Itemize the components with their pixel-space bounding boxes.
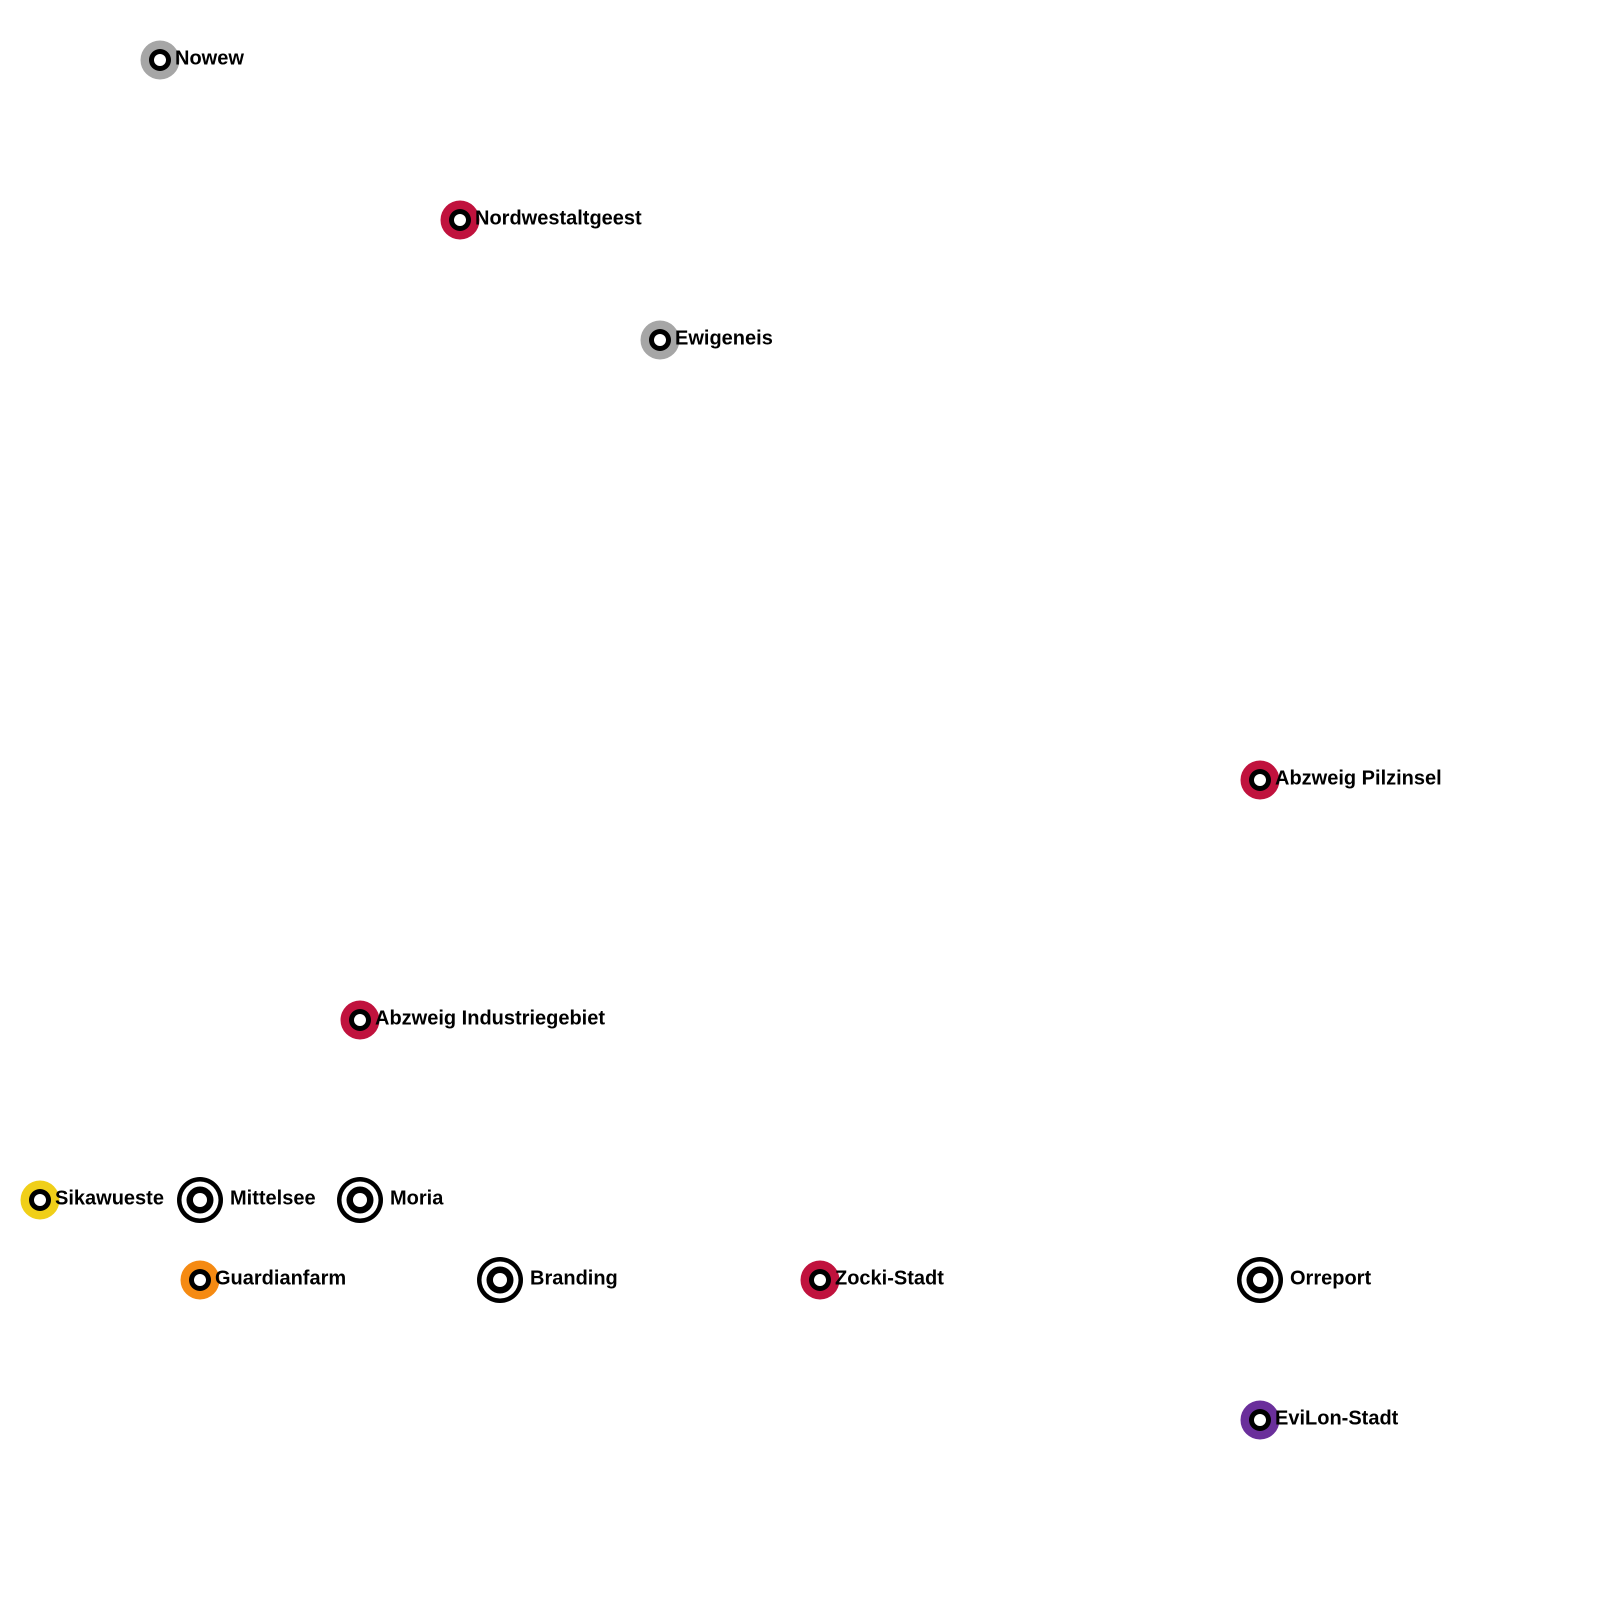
station-sikawueste: Sikawueste: [20, 1180, 164, 1220]
station-label: Nowew: [175, 47, 244, 69]
station-label: Abzweig Industriegebiet: [375, 1007, 605, 1029]
station-nowew: Nowew: [140, 40, 244, 80]
station-moria: Moria: [337, 1177, 444, 1223]
station-marker-center: [194, 1274, 206, 1286]
station-marker-center: [1253, 1273, 1267, 1287]
station-abzweig-pilzinsel: Abzweig Pilzinsel: [1240, 760, 1442, 800]
station-label: Zocki-Stadt: [835, 1267, 944, 1289]
station-ewigeneis: Ewigeneis: [640, 320, 773, 360]
station-label: Orreport: [1290, 1267, 1371, 1289]
station-marker-center: [454, 214, 466, 226]
station-marker-center: [1254, 774, 1266, 786]
station-marker-center: [493, 1273, 507, 1287]
station-marker-center: [814, 1274, 826, 1286]
station-marker-center: [1254, 1414, 1266, 1426]
station-abzweig-industriegebiet: Abzweig Industriegebiet: [340, 1000, 605, 1040]
station-label: EviLon-Stadt: [1275, 1407, 1399, 1429]
station-marker-center: [193, 1193, 207, 1207]
station-branding: Branding: [477, 1257, 618, 1303]
station-guardianfarm: Guardianfarm: [180, 1260, 346, 1300]
station-label: Nordwestaltgeest: [475, 207, 642, 229]
station-marker-center: [353, 1193, 367, 1207]
station-marker-center: [654, 334, 666, 346]
station-label: Guardianfarm: [215, 1267, 346, 1289]
station-label: Ewigeneis: [675, 327, 773, 349]
station-evilon-stadt: EviLon-Stadt: [1240, 1400, 1399, 1440]
station-label: Abzweig Pilzinsel: [1275, 767, 1442, 789]
station-marker-center: [34, 1194, 46, 1206]
station-label: Branding: [530, 1267, 618, 1289]
station-label: Mittelsee: [230, 1187, 316, 1209]
station-label: Sikawueste: [55, 1187, 164, 1209]
station-marker-center: [354, 1014, 366, 1026]
station-zocki-stadt: Zocki-Stadt: [800, 1260, 944, 1300]
station-orreport: Orreport: [1237, 1257, 1371, 1303]
station-nordwestaltgeest: Nordwestaltgeest: [440, 200, 642, 240]
station-mittelsee: Mittelsee: [177, 1177, 316, 1223]
station-marker-center: [154, 54, 166, 66]
station-label: Moria: [390, 1187, 444, 1209]
